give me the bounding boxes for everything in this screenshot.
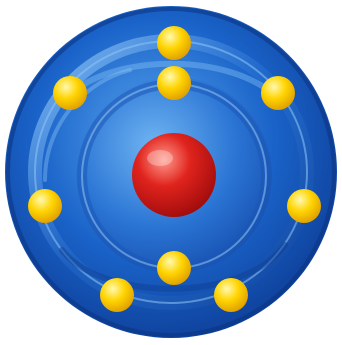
electron-outer-5 — [287, 189, 321, 223]
electron-outer-7 — [214, 278, 248, 312]
nucleus — [132, 133, 216, 217]
electron-inner-1 — [157, 66, 191, 100]
electron-outer-1 — [157, 26, 191, 60]
electron-outer-3 — [261, 76, 295, 110]
nucleus-shine — [147, 150, 173, 166]
electron-outer-2 — [53, 76, 87, 110]
electron-inner-2 — [157, 251, 191, 285]
electron-outer-6 — [100, 278, 134, 312]
electron-outer-4 — [28, 189, 62, 223]
